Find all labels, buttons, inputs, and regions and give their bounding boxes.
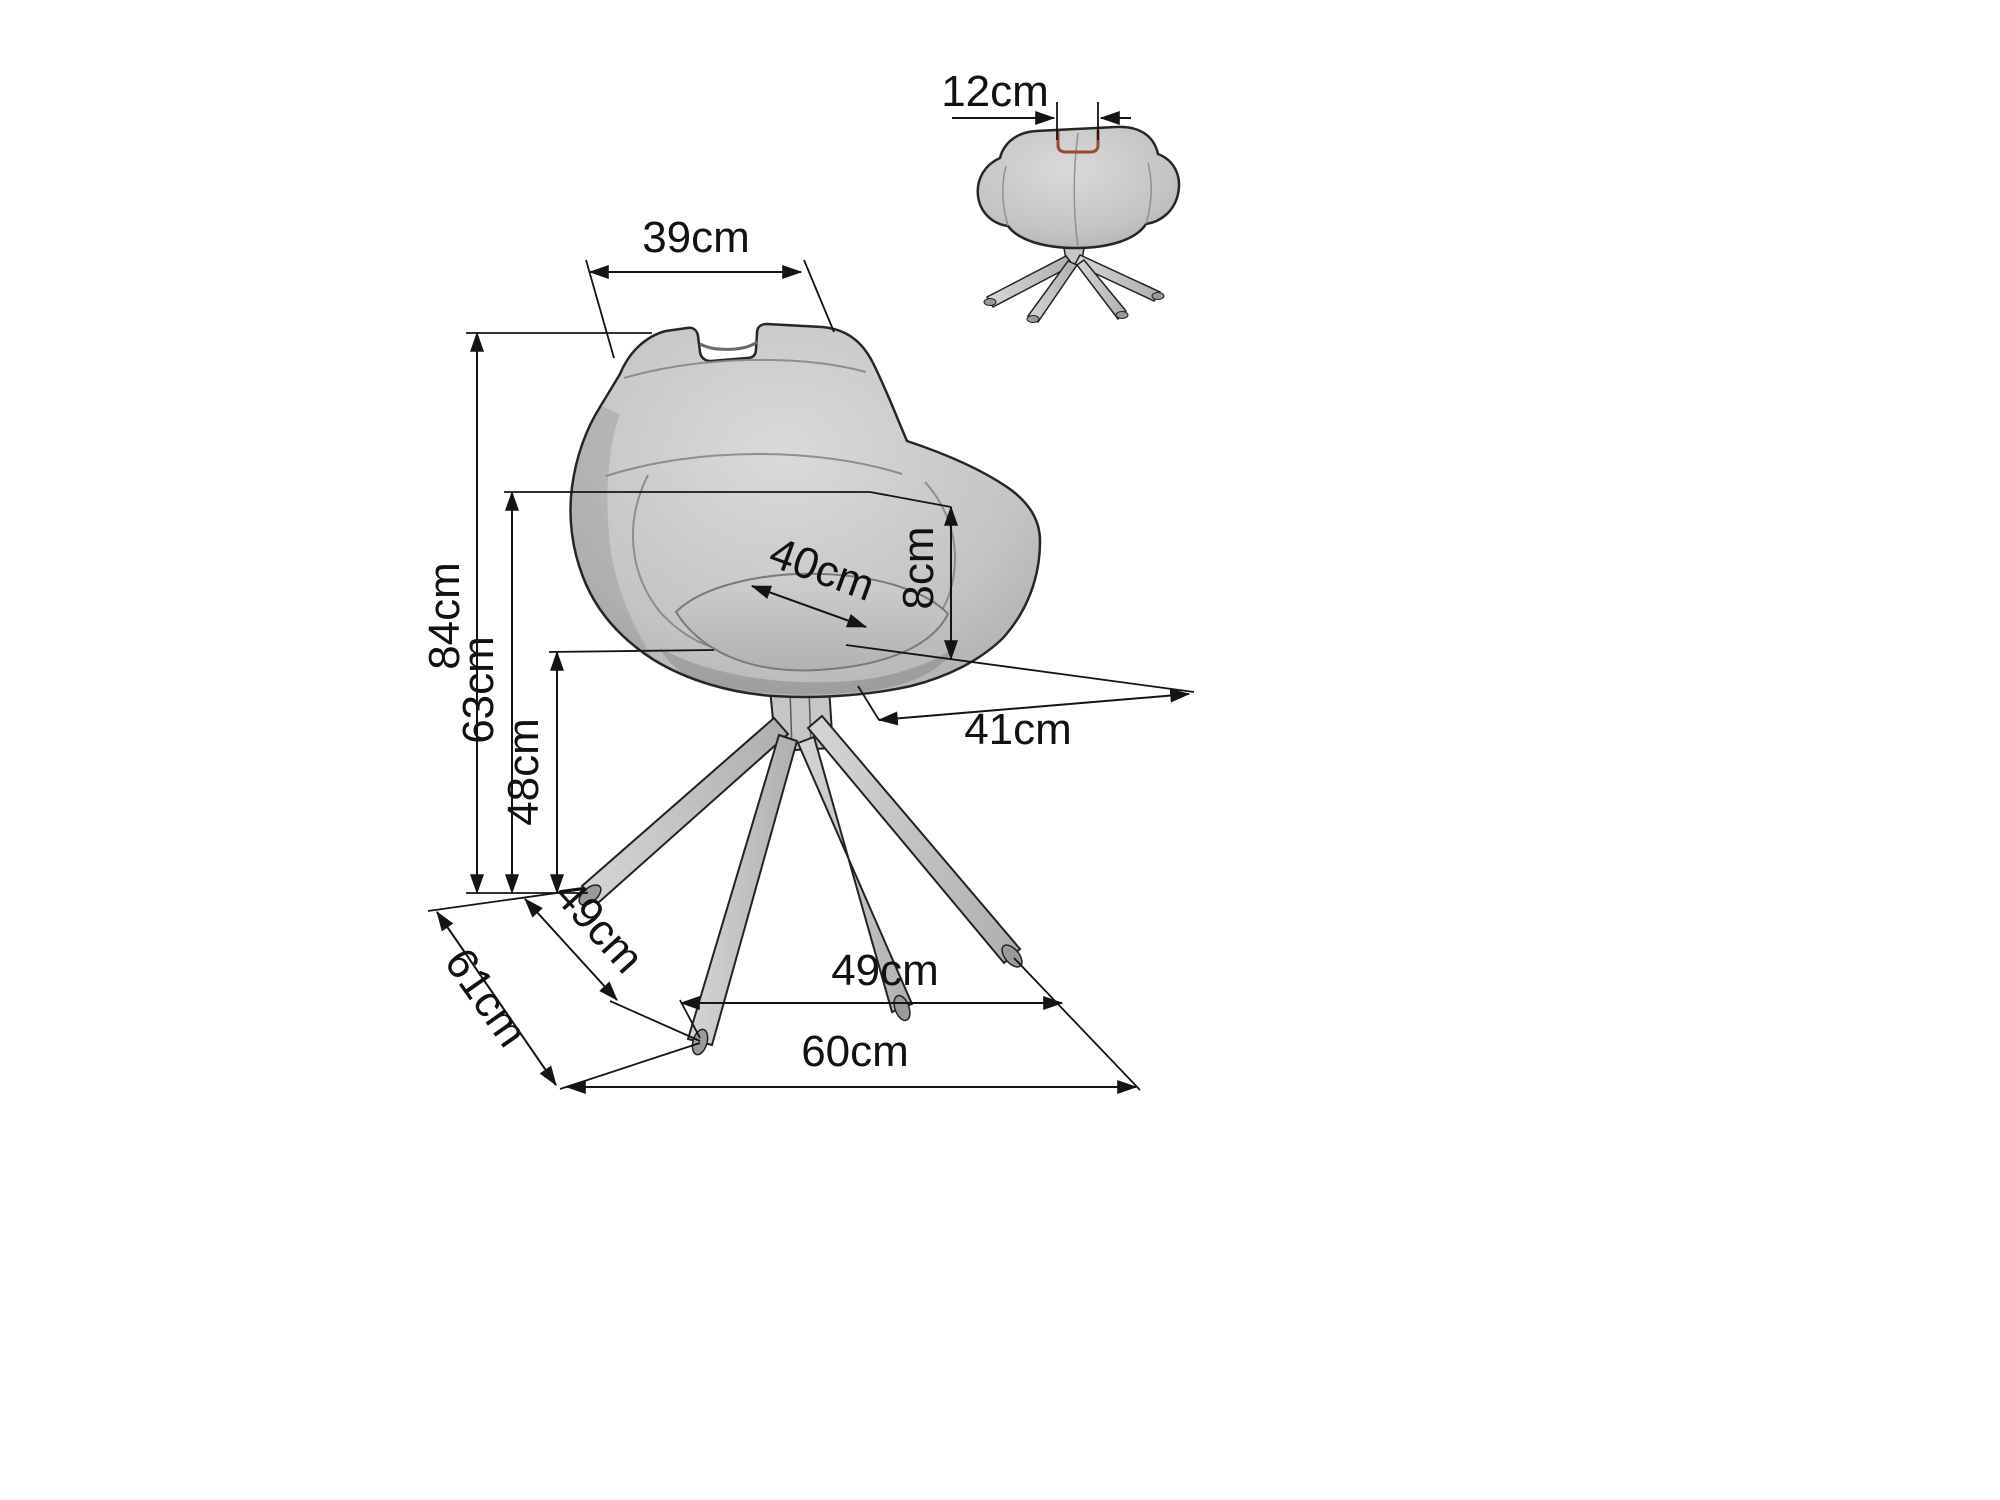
label-total-height: 84cm: [420, 562, 469, 670]
dimension-total-width: 60cm: [559, 1027, 1138, 1094]
inset-right-arm-seam: [1145, 162, 1152, 225]
leg-back-right: [806, 714, 1022, 965]
inset-legs: [983, 247, 1165, 324]
label-base-width-front: 49cm: [831, 946, 939, 995]
dimension-handle-width: 12cm: [941, 67, 1131, 140]
chair-legs: [578, 714, 1023, 1056]
foot-pad: [691, 1028, 709, 1056]
label-cushion-thickness: 8cm: [894, 526, 943, 609]
inset-shell: [976, 125, 1181, 250]
dimension-back-width: 39cm: [585, 213, 835, 359]
dimension-armrest-height: 63cm: [454, 490, 870, 895]
leg-front-left: [686, 733, 799, 1047]
handle-bar: [699, 340, 758, 351]
label-handle-width: 12cm: [941, 67, 1049, 116]
dimension-base-width-front: 49cm: [679, 946, 1141, 1091]
leg-front-right: [796, 735, 914, 1014]
label-back-width: 39cm: [642, 213, 750, 262]
chair-shell: [569, 322, 1042, 699]
inset-back-seam: [1073, 132, 1079, 248]
dimension-total-depth: 61cm: [435, 911, 557, 1086]
dimension-seat-width-inner: 41cm: [845, 644, 1195, 754]
rear-view-inset-drawing: [976, 125, 1181, 324]
shell-left-shade: [571, 406, 652, 657]
under-seat-shadow: [660, 646, 956, 695]
dimension-cushion-thickness: 8cm: [869, 491, 958, 661]
dimension-total-height: 84cm: [420, 331, 652, 895]
top-edge-seam: [623, 358, 867, 379]
inset-handle-accent: [1056, 130, 1100, 154]
inset-left-arm-seam: [1002, 165, 1009, 227]
main-chair-drawing: [569, 322, 1042, 1056]
back-seam: [605, 453, 903, 477]
label-total-width: 60cm: [801, 1027, 909, 1076]
label-total-depth: 61cm: [435, 940, 537, 1056]
inset-shell-silhouette: [976, 125, 1181, 250]
dimension-seat-height: 48cm: [499, 649, 715, 895]
label-seat-width-inner: 41cm: [964, 705, 1072, 754]
label-armrest-height: 63cm: [454, 636, 503, 744]
left-arm-inner-seam: [632, 474, 723, 651]
label-seat-height: 48cm: [499, 718, 548, 826]
